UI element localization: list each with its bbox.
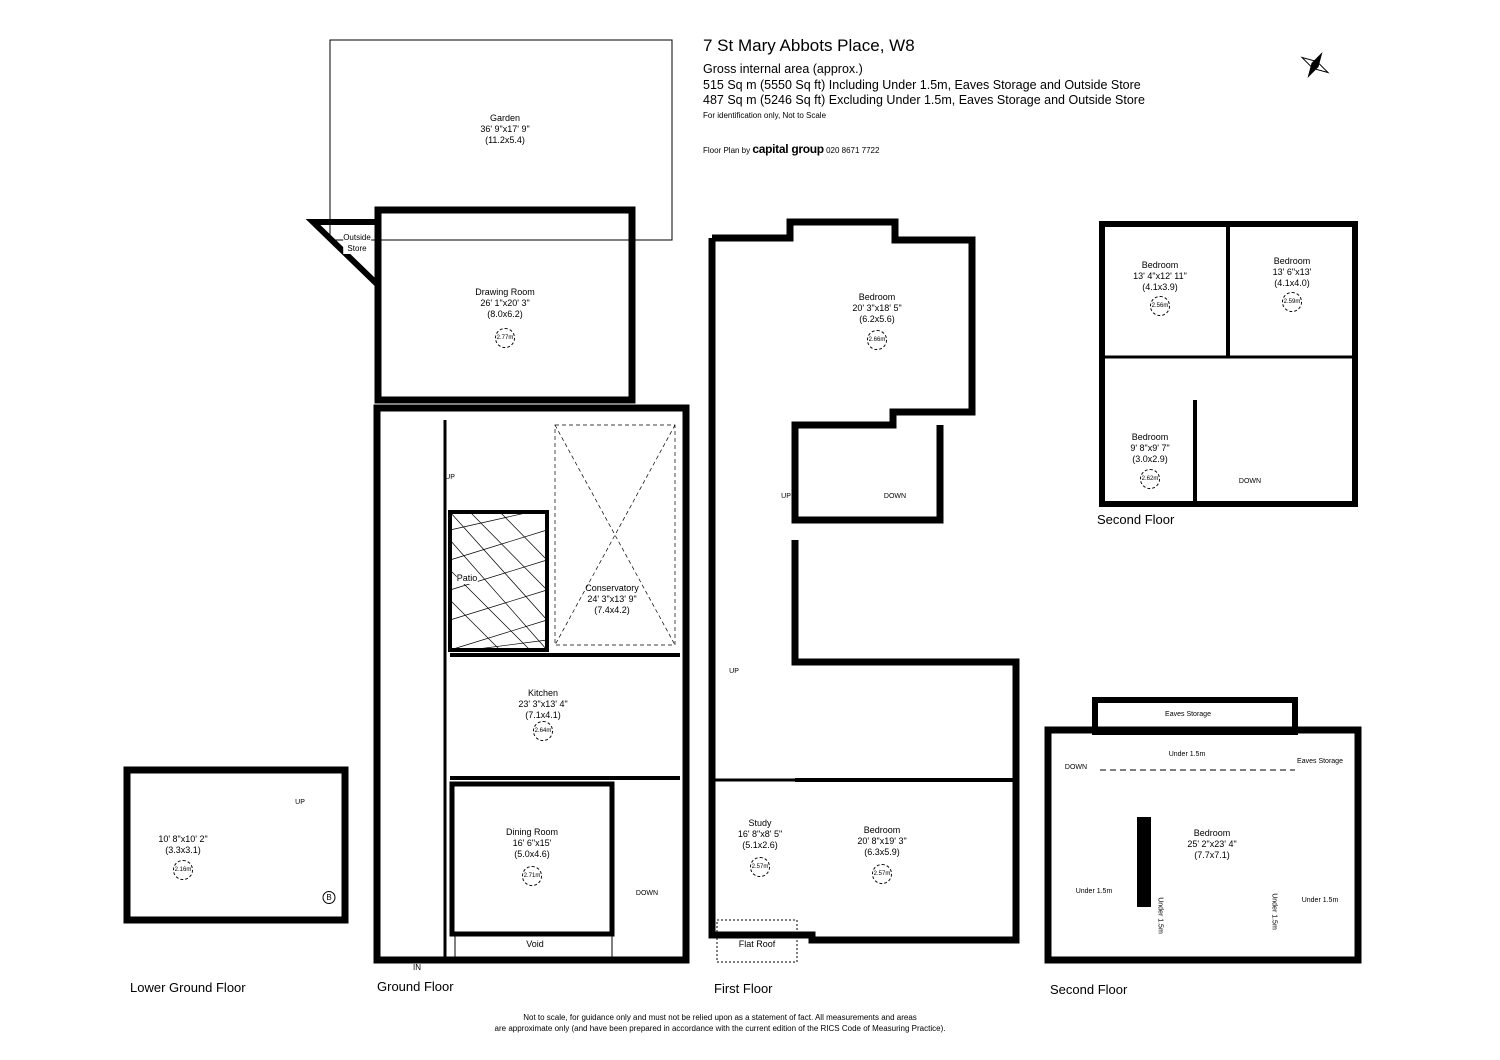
credit-phone: 020 8671 7722	[826, 146, 880, 155]
room-outside-store: Outside Store	[343, 232, 371, 254]
flat-roof-outline	[716, 919, 798, 963]
credit: Floor Plan by capital group 020 8671 772…	[703, 142, 879, 156]
stairs-down: DOWN	[1064, 764, 1088, 771]
ceiling-height: 2.62m	[1140, 469, 1160, 489]
floor-label-second-bottom: Second Floor	[1050, 982, 1128, 997]
floor-label-lower-ground: Lower Ground Floor	[130, 980, 246, 995]
brand-logo: capital group	[752, 142, 824, 156]
stairs-down: DOWN	[635, 890, 659, 897]
compass-icon	[1300, 52, 1330, 78]
under-height-label: Under 1.5m	[1168, 751, 1206, 758]
floor-label-first: First Floor	[714, 981, 773, 996]
under-height-label: Under 1.5m	[1075, 888, 1113, 895]
disclaimer: Not to scale, for guidance only and must…	[494, 1013, 946, 1033]
area-excluding: 487 Sq m (5246 Sq ft) Excluding Under 1.…	[703, 93, 1145, 107]
ceiling-height: 2.64m	[533, 721, 553, 741]
floor-label-ground: Ground Floor	[377, 979, 454, 994]
ceiling-height: 2.56m	[1150, 296, 1170, 316]
void-outline	[454, 933, 613, 961]
property-title: 7 St Mary Abbots Place, W8	[703, 36, 915, 55]
drawing-room-wall	[374, 206, 636, 404]
stairs-down: DOWN	[1238, 478, 1262, 485]
ceiling-height: 2.71m	[522, 866, 542, 886]
garden-outline	[329, 39, 673, 241]
under-height-label: Under 1.5m	[1156, 897, 1164, 934]
under-height-label: Under 1.5m	[1301, 897, 1339, 904]
room-void: Void	[526, 939, 544, 949]
identification-note: For identification only, Not to Scale	[703, 111, 827, 120]
eaves-storage-label: Eaves Storage	[1165, 711, 1211, 718]
patio	[448, 510, 549, 652]
stairs-up: UP	[781, 493, 791, 500]
credit-prefix: Floor Plan by	[703, 146, 751, 155]
stairs-up: UP	[445, 474, 455, 481]
stairs-up: UP	[729, 668, 739, 675]
ceiling-height: 2.77m	[495, 328, 515, 348]
entrance-label: IN	[413, 963, 421, 972]
stairs-up: UP	[295, 799, 305, 806]
floor-label-second-top: Second Floor	[1097, 512, 1175, 527]
ceiling-height: 2.16m	[173, 860, 193, 880]
room-patio: Patio	[456, 573, 478, 584]
stairs-down: DOWN	[883, 493, 907, 500]
under-height-label: Under 1.5m	[1270, 893, 1278, 930]
ceiling-height: 2.57m	[750, 857, 770, 877]
lower-ground-wall	[123, 766, 349, 924]
area-heading: Gross internal area (approx.)	[703, 62, 863, 76]
ceiling-height: 2.66m	[867, 330, 887, 350]
ceiling-height: 2.59m	[1282, 292, 1302, 312]
eaves-storage-label: Eaves Storage	[1297, 758, 1343, 765]
area-including: 515 Sq m (5550 Sq ft) Including Under 1.…	[703, 78, 1141, 92]
first-floor-wall	[708, 218, 1020, 944]
room-flat-roof: Flat Roof	[738, 939, 776, 949]
boiler-label: B	[322, 891, 336, 904]
ceiling-height: 2.57m	[872, 864, 892, 884]
room-lower-ground: 10' 8"x10' 2"(3.3x3.1)	[158, 834, 208, 855]
